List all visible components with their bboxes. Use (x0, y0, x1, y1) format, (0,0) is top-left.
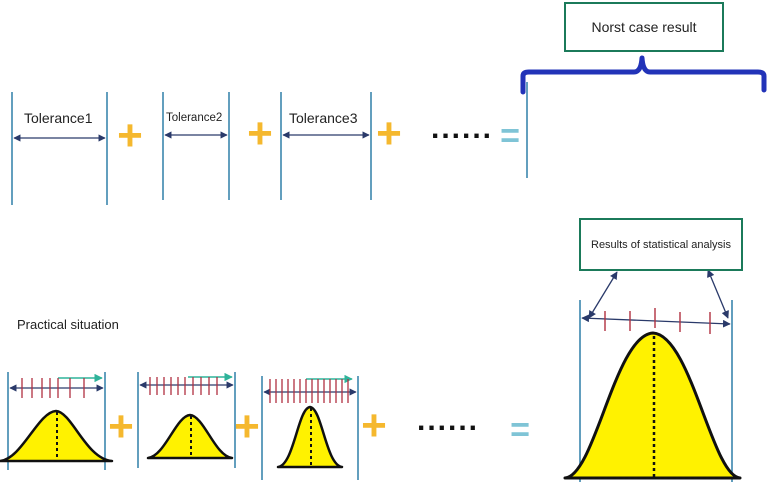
plus-sign-bottom-2: + (234, 402, 260, 451)
result-range-arrow (581, 314, 731, 328)
result-callout-arrow-right (707, 269, 729, 319)
result-bell-curve (563, 331, 742, 480)
plus-sign-top-3: + (376, 109, 402, 158)
bell-curve-3 (276, 405, 344, 469)
plus-sign-bottom-1: + (108, 402, 134, 451)
practical-situation-label: Practical situation (17, 317, 119, 332)
statistical-result-box: Results of statistical analysis (579, 218, 743, 271)
ellipsis-bottom: ...... (417, 404, 479, 437)
worst-case-brace (520, 55, 767, 95)
tolerance1-label: Tolerance1 (24, 110, 93, 126)
tolerance2-label: Tolerance2 (166, 112, 223, 124)
result-distribution (563, 269, 742, 482)
equals-sign-top: = (500, 117, 520, 155)
tolerance3-label: Tolerance3 (289, 110, 358, 126)
statistical-row (0, 269, 742, 482)
worst-case-result-box: Norst case result (564, 2, 724, 52)
plus-sign-top-1: + (117, 111, 143, 160)
result-callout-arrow-left (588, 271, 618, 319)
distribution-2 (137, 372, 236, 468)
equals-sign-bottom: = (510, 411, 530, 449)
plus-sign-top-2: + (247, 109, 273, 158)
distribution-3 (261, 374, 359, 480)
ellipsis-top: ...... (431, 112, 493, 145)
plus-sign-bottom-3: + (361, 401, 387, 450)
distribution-1 (0, 372, 114, 470)
operators: + + + ...... = + + + ...... = (108, 109, 530, 451)
worst-case-row (11, 55, 767, 205)
